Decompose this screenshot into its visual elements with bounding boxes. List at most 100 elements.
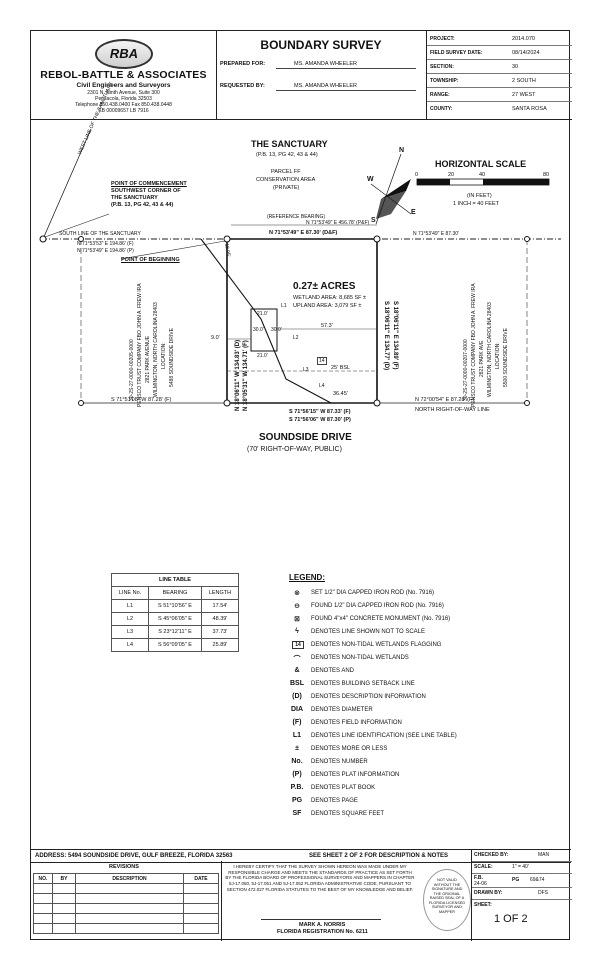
line-bearing: S 23°12'11" E — [148, 625, 202, 639]
legend-item: (P)DENOTES PLAT INFORMATION — [286, 769, 506, 782]
info-sheet: SHEET:1 OF 2 — [472, 899, 572, 939]
line-length: 25.89' — [200, 638, 240, 652]
west-monument — [78, 236, 84, 242]
info-value: SANTA ROSA — [512, 106, 547, 112]
dim-57-3: 57.3' — [321, 323, 333, 329]
revisions-table: NO. BY DESCRIPTION DATE — [33, 873, 219, 934]
line-l3: L3 — [303, 367, 309, 373]
property-address: ADDRESS: 5494 SOUNDSIDE DRIVE, GULF BREE… — [35, 853, 233, 859]
south-bearing-f: S 71°56'15" W 87.33' (F) — [289, 409, 351, 415]
surveyor-registration: FLORIDA REGISTRATION No. 6211 — [277, 929, 368, 935]
poc-line3: THE SANCTUARY — [111, 195, 158, 201]
legend-text: DENOTES PLAT INFORMATION — [311, 772, 400, 778]
legend-item: BSL DENOTES BUILDING SETBACK LINE — [286, 678, 506, 691]
road-name: SOUNDSIDE DRIVE — [259, 432, 352, 443]
line-table-header: BEARING — [148, 586, 202, 600]
right-of-way-label: NORTH RIGHT-OF-WAY LINE — [415, 407, 490, 413]
title-block: BOUNDARY SURVEY PREPARED FOR: MS. AMANDA… — [216, 31, 426, 120]
legend-item: P.B.DENOTES PLAT BOOK — [286, 782, 506, 795]
sheet-value: 1 OF 2 — [494, 913, 528, 925]
info-row-range: RANGE:27 WEST — [427, 90, 572, 102]
legend-symbol: BSL — [290, 680, 304, 687]
info-label: RANGE: — [430, 92, 450, 98]
compass-north-arrow — [381, 179, 411, 199]
legend-text: DENOTES SQUARE FEET — [311, 811, 385, 817]
wetland-area: WETLAND AREA: 8,685 SF ± — [293, 295, 367, 301]
firm-logo: RBA — [95, 39, 153, 69]
east-parcel-location: 5500 SOUNDSIDE DRIVE — [503, 328, 509, 387]
info-label: COUNTY: — [430, 106, 453, 112]
east-parcel-owner: PENSCO TRUST COMPANY FBO JOHN A. FREW IR… — [471, 283, 477, 407]
firm-tagline: Civil Engineers and Surveyors — [76, 82, 171, 89]
pob-label: POINT OF BEGINNING — [121, 257, 180, 263]
west-parcel-id: 30-2S-27-0000-00205-0000 — [129, 339, 135, 401]
east-north-bearing: N 71°53'49" E 87.30' — [413, 231, 459, 237]
legend-text: DENOTES BUILDING SETBACK LINE — [311, 681, 415, 687]
legend-item: (D)DENOTES DESCRIPTION INFORMATION — [286, 691, 506, 704]
corner-ne-monument — [373, 235, 381, 243]
info-label: FIELD SURVEY DATE: — [430, 50, 483, 56]
surveyor-seal: NOT VALID WITHOUT THE SIGNATURE AND THE … — [423, 869, 471, 931]
legend-text: FOUND 4"x4" CONCRETE MONUMENT (No. 7916) — [311, 616, 451, 622]
corner-sw-monument — [223, 399, 231, 407]
ref-bearing-label: (REFERENCE BEARING) — [267, 214, 326, 220]
see-sheet-note: SEE SHEET 2 OF 2 FOR DESCRIPTION & NOTES — [309, 853, 449, 859]
bearing-plat: N 71°53'49" E 194.86' (P) — [77, 248, 134, 254]
sw-bearing: S 71°51'08" W 87.28' (F) — [111, 397, 172, 403]
rev-header: DATE — [183, 873, 219, 884]
requested-by-value: MS. AMANDA WHEELER — [294, 83, 357, 89]
legend-text: DENOTES NON-TIDAL WETLANDS FLAGGING — [311, 642, 442, 648]
line-table-header: LINE No. — [110, 586, 150, 600]
se-bearing: N 72°00'54" E 87.28' (F) — [415, 397, 475, 403]
lot-acres: 0.27± ACRES — [293, 281, 356, 292]
scale-tick-40: 40 — [479, 172, 486, 178]
rev-header: NO. — [33, 873, 53, 884]
dim-36-45: 36.45' — [333, 391, 348, 397]
legend-text: DENOTES LINE IDENTIFICATION (SEE LINE TA… — [311, 733, 457, 739]
west-parcel-city: WILMINGTON, NORTH CAROLINA 28403 — [153, 302, 159, 397]
legend-text: DENOTES PAGE — [311, 798, 358, 804]
legend-item: ⌒DENOTES NON-TIDAL WETLANDS — [286, 652, 506, 665]
east-parcel-addr: 2821 PARK AVE — [479, 340, 485, 377]
east-bearing-f: S 18°06'11" E 134.89' (F) — [392, 301, 398, 370]
address-bar: ADDRESS: 5494 SOUNDSIDE DRIVE, GULF BREE… — [31, 849, 571, 863]
legend-symbol: ⊖ — [294, 603, 300, 610]
table-row — [33, 893, 219, 904]
sanctuary-ref: (P.B. 13, PG 42, 43 & 44) — [256, 152, 318, 158]
info-drawn: DRAWN BY:DFS — [472, 887, 572, 900]
upland-area: UPLAND AREA: 3,079 SF ± — [293, 303, 362, 309]
drawn-value: DFS — [538, 890, 548, 896]
prepared-for-label: PREPARED FOR: — [220, 61, 266, 67]
road-subtitle: (70' RIGHT-OF-WAY, PUBLIC) — [247, 446, 342, 453]
info-scale: SCALE:1" = 40' — [472, 861, 572, 874]
wetland-line — [200, 238, 332, 404]
project-info: PROJECT:2014.070 FIELD SURVEY DATE:08/14… — [426, 31, 572, 120]
corner-se-monument — [373, 399, 381, 407]
legend-symbol: ⊠ — [294, 616, 300, 623]
east-parcel-location-label: LOCATION: — [495, 342, 501, 369]
table-row — [33, 913, 219, 924]
scale-bar-seg3 — [483, 179, 549, 185]
firm-address2: Pensacola, Florida 32503 — [95, 96, 152, 102]
legend-symbol: DIA — [290, 706, 304, 713]
building-footprint — [250, 308, 278, 352]
legend-text: DENOTES MORE OR LESS — [311, 746, 388, 752]
legend-item: L1 DENOTES LINE IDENTIFICATION (SEE LINE … — [286, 730, 506, 743]
west-bearing-d: N 18°06'11" W 134.83' (D) — [235, 339, 241, 411]
scale-bar-seg1 — [417, 179, 450, 185]
prepared-for-underline — [276, 68, 416, 69]
legend-item: (F)DENOTES FIELD INFORMATION — [286, 717, 506, 730]
info-value: 30 — [512, 64, 519, 70]
west-parcel-location: 5488 SOUNDSIDE DRIVE — [169, 328, 175, 387]
legend-item: ±DENOTES MORE OR LESS — [286, 743, 506, 756]
dim-30-left: 30.0' — [253, 327, 264, 333]
legend-symbol: L1 — [292, 732, 302, 739]
west-parcel-addr: 2821 PARK AVENUE — [145, 335, 151, 383]
east-bearing-d: S 18°06'11" E 134.77' (D) — [383, 301, 389, 371]
west-line — [42, 128, 92, 240]
east-parcel-city: WILMINGTON, NORTH CAROLINA 28403 — [487, 302, 493, 397]
